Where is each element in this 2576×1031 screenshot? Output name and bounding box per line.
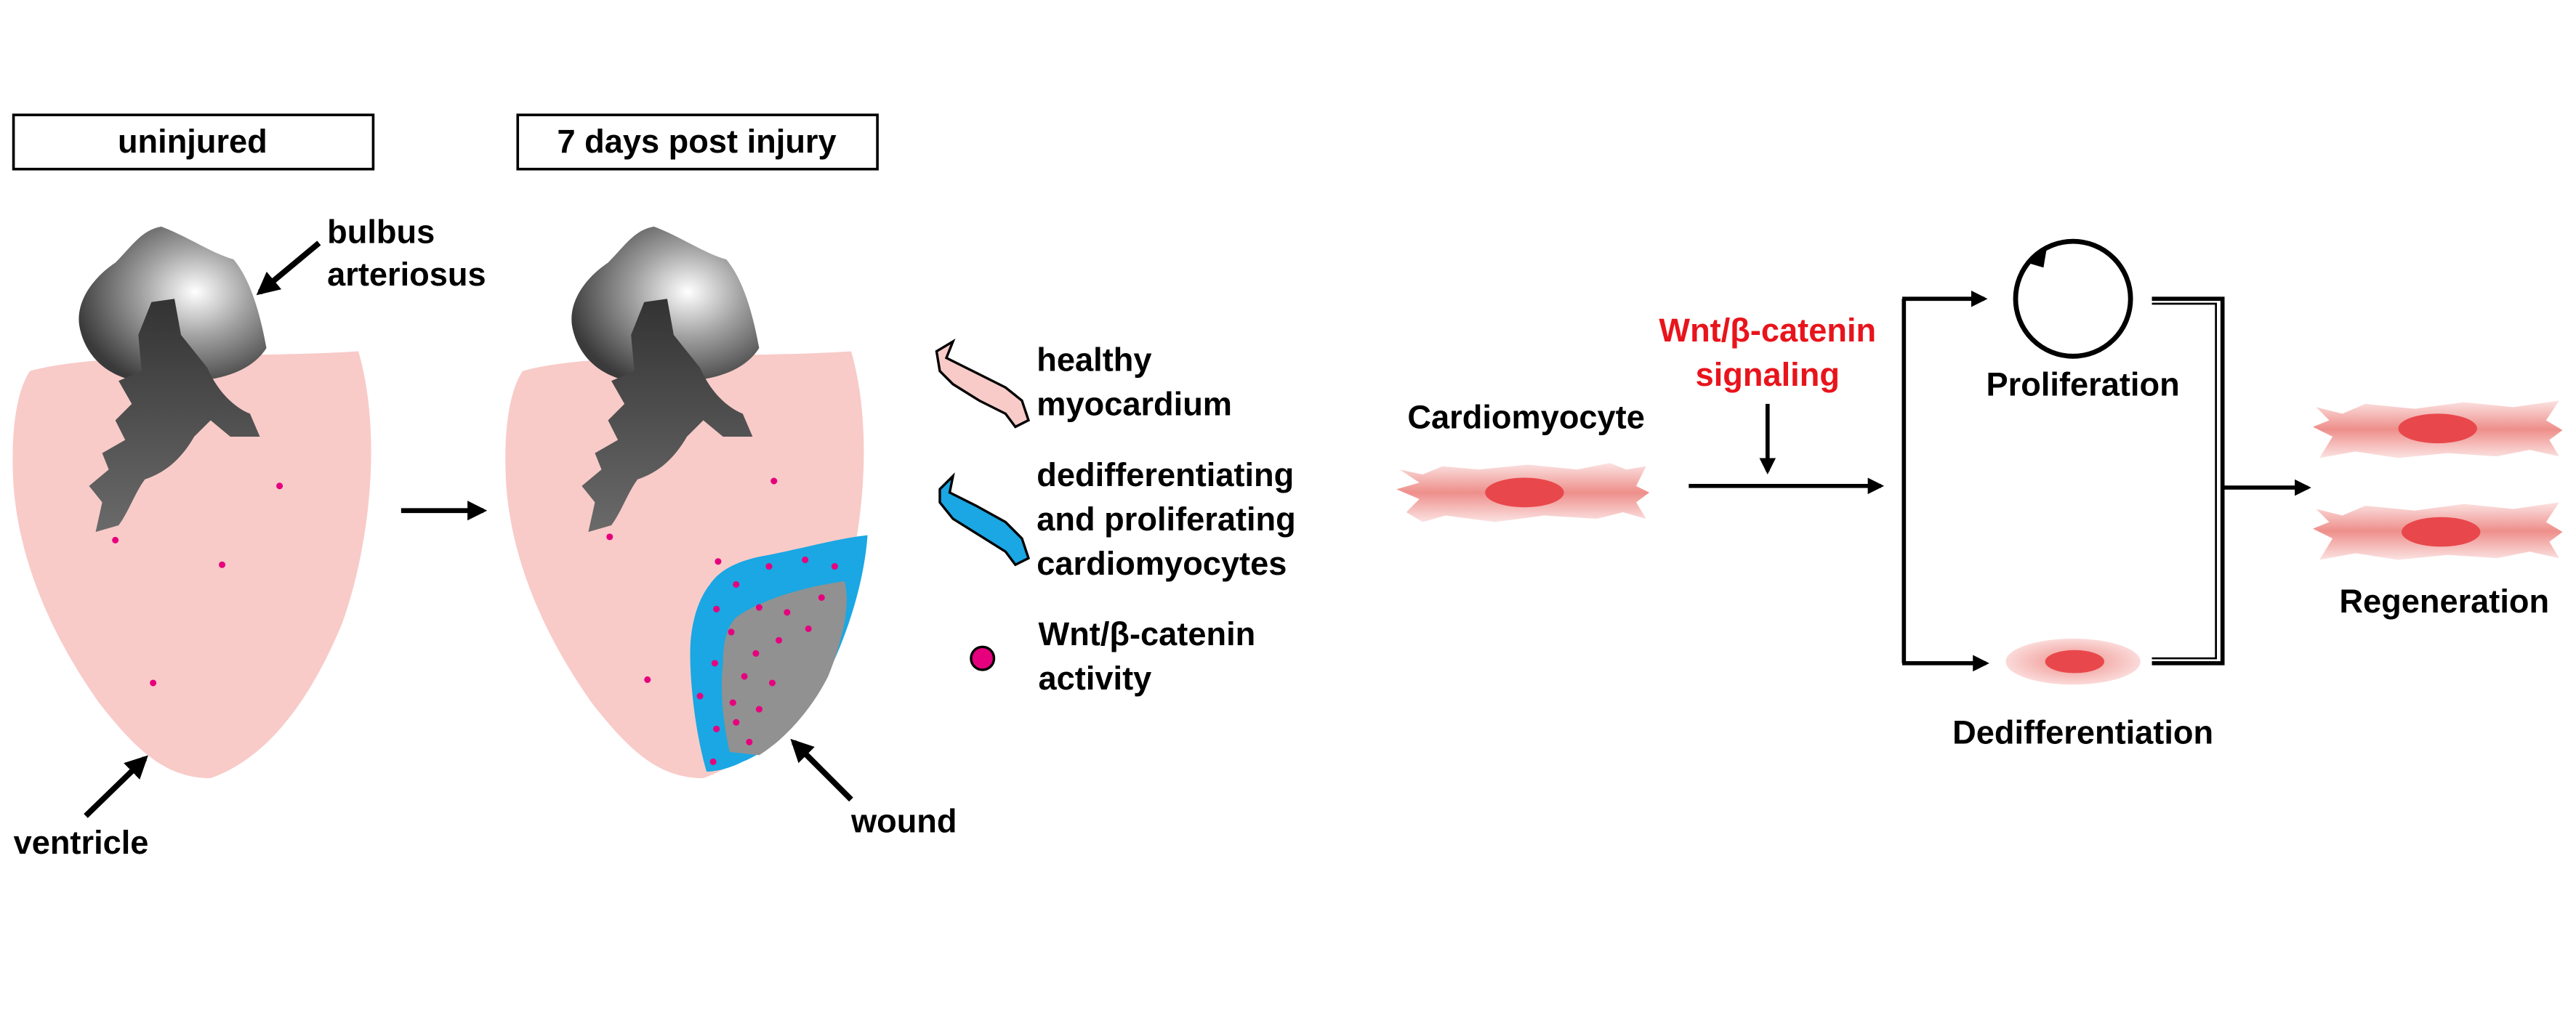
wound-area: [721, 581, 847, 756]
wound-pointer-arrow: [790, 738, 853, 802]
uninjured-title: uninjured: [118, 123, 267, 160]
bulbus-pointer-arrow: [256, 240, 321, 296]
legend-dediff-line3: cardiomyocytes: [1037, 545, 1287, 582]
wnt-dot: [770, 477, 778, 485]
injured-heart: [505, 226, 868, 779]
wnt-dot: [831, 563, 838, 570]
wnt-dot: [733, 719, 740, 726]
wnt-dot: [711, 660, 718, 667]
wnt-activity-swatch: [970, 645, 996, 671]
wnt-dot: [715, 558, 722, 565]
cardiomyocyte-nucleus: [1485, 477, 1564, 508]
wnt-dot: [728, 628, 735, 636]
wnt-dot: [784, 609, 791, 616]
pathway: Cardiomyocyte Wnt/β-catenin signaling Pr…: [1396, 238, 2563, 751]
regenerated-nucleus: [2401, 517, 2481, 547]
ventricle-label: ventricle: [14, 824, 149, 861]
proliferation-cycle-icon: [2013, 238, 2133, 359]
wnt-dot: [755, 604, 762, 611]
uninjured-heart: [12, 226, 371, 779]
wnt-dot: [776, 636, 783, 644]
wnt-dot: [802, 556, 809, 564]
wnt-dot: [733, 581, 740, 588]
legend-dediff-line2: and proliferating: [1037, 501, 1296, 538]
wnt-dot: [752, 650, 760, 657]
atrium-shape: [89, 299, 260, 533]
proliferation-label: Proliferation: [1987, 366, 2180, 403]
injury-title-box: [516, 113, 879, 171]
merge-bracket-inner: [2152, 302, 2218, 660]
wnt-dot: [746, 738, 753, 745]
wnt-dot: [713, 605, 720, 612]
wnt-dot: [818, 594, 825, 601]
regenerated-nucleus: [2398, 413, 2477, 444]
legend: healthy myocardium dedifferentiating and…: [935, 338, 1296, 697]
wnt-dot: [606, 533, 613, 541]
signal-label-line2: signaling: [1696, 356, 1840, 393]
wnt-dot: [755, 705, 762, 713]
injury-title: 7 days post injury: [557, 123, 836, 160]
dedifferentiation-label: Dedifferentiation: [1952, 714, 2213, 751]
regeneration-label: Regeneration: [2339, 583, 2549, 620]
wnt-dot: [768, 679, 776, 687]
healthy-myocardium-swatch: [935, 338, 1031, 429]
legend-healthy-line2: myocardium: [1037, 386, 1232, 423]
legend-wnt-line1: Wnt/β-catenin: [1039, 615, 1256, 652]
wnt-dot: [805, 625, 812, 632]
legend-healthy-line1: healthy: [1037, 341, 1151, 379]
ventricle-shape: [12, 351, 371, 779]
wnt-dot: [696, 692, 704, 700]
dedifferentiated-nucleus: [2045, 650, 2104, 674]
wnt-dot: [112, 536, 119, 543]
wnt-dot: [219, 561, 226, 568]
wnt-dot: [713, 725, 720, 732]
atrium-shape: [581, 299, 753, 533]
wnt-dot: [276, 482, 283, 490]
wnt-dot: [644, 676, 651, 683]
wnt-dot: [765, 563, 773, 570]
uninjured-title-box: [12, 113, 375, 171]
bulbus-label-line1: bulbus: [327, 213, 435, 250]
legend-dediff-line1: dedifferentiating: [1037, 456, 1294, 493]
cycle-arrowhead: [2026, 248, 2047, 268]
wnt-dot: [741, 673, 748, 680]
wound-label: wound: [850, 803, 957, 840]
merge-bracket: [2152, 296, 2225, 666]
wnt-dot: [729, 699, 736, 706]
wnt-dot: [150, 679, 157, 687]
bulbus-label-line2: arteriosus: [327, 256, 486, 293]
wnt-dot: [709, 758, 717, 765]
legend-wnt-line2: activity: [1039, 660, 1152, 697]
dedifferentiating-swatch: [938, 472, 1031, 567]
ventricle-pointer-arrow: [84, 755, 148, 818]
cardiomyocyte-label: Cardiomyocyte: [1407, 399, 1644, 436]
signal-label-line1: Wnt/β-catenin: [1659, 312, 1876, 349]
